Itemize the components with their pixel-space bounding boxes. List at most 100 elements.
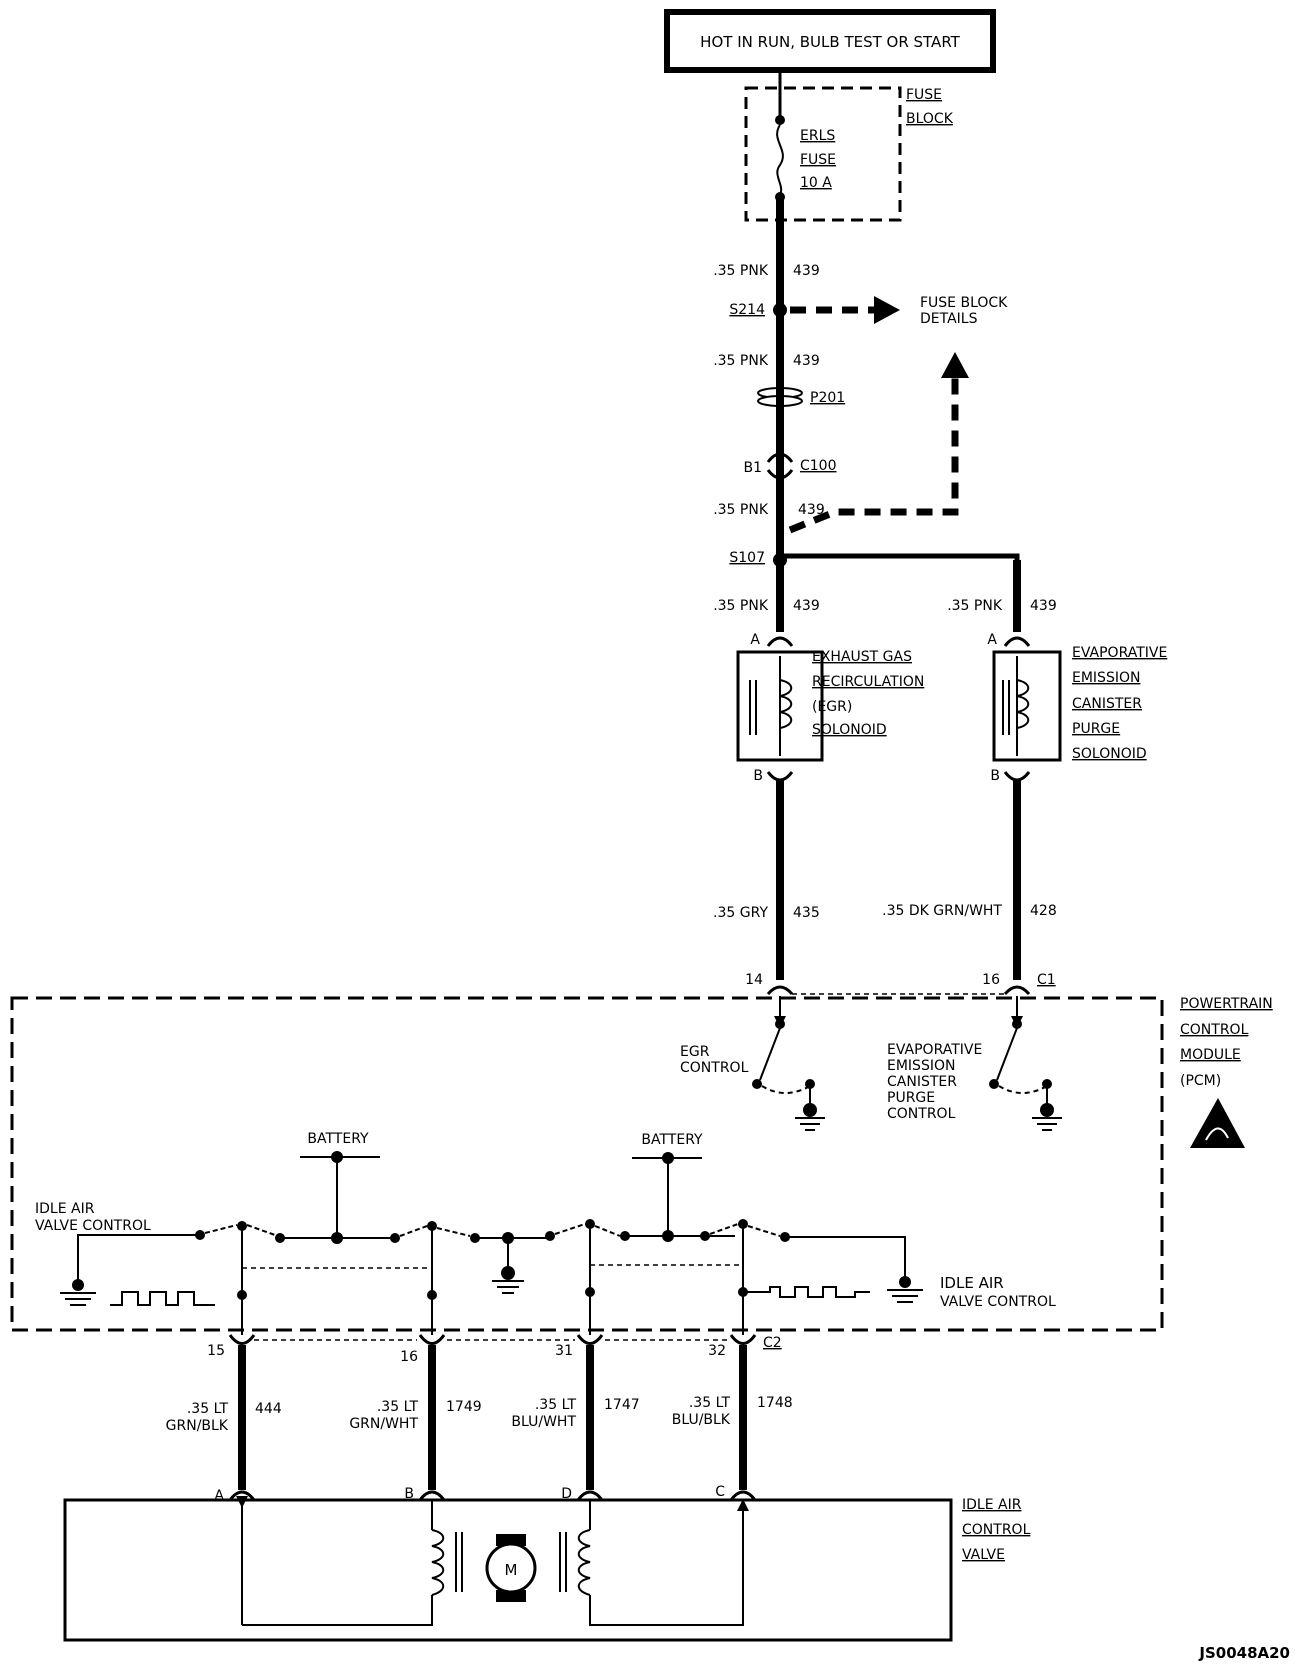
evap-coil-icon	[1016, 679, 1030, 729]
reference-code: JS0048A20	[1198, 1644, 1290, 1662]
wire10-circuit: 1747	[604, 1397, 640, 1413]
pcm-label-2: CONTROL	[1180, 1022, 1249, 1038]
pcm-c2-pins: 15 16 31 32 C2	[207, 1334, 782, 1365]
iac-pin-b: B	[404, 1486, 414, 1502]
evap-control-4: PURGE	[887, 1090, 935, 1106]
battery-label-1: BATTERY	[307, 1131, 369, 1147]
p201-grommet-icon	[757, 387, 803, 407]
pcm-label-3: MODULE	[1180, 1047, 1241, 1063]
pulse-waveform-icon	[110, 1291, 215, 1306]
iac-valve: A B D C IDLE AIR CONTROL VALVE M	[63, 1484, 1031, 1642]
fuse-block-details-2: DETAILS	[920, 311, 978, 327]
iac-left-label-2: VALVE CONTROL	[35, 1218, 151, 1234]
wire6-circuit: 435	[793, 905, 820, 921]
wire10-size-1: .35 LT	[535, 1397, 577, 1413]
motor-label: M	[505, 1561, 518, 1579]
splice-s107-label: S107	[729, 550, 765, 566]
wire9-circuit: 1749	[446, 1399, 482, 1415]
evap-control-1: EVAPORATIVE	[887, 1042, 982, 1058]
battery-label-2: BATTERY	[641, 1132, 703, 1148]
arrow-right-icon	[874, 296, 900, 324]
evap-label-3: CANISTER	[1072, 696, 1142, 712]
iac-valve-label-2: CONTROL	[962, 1522, 1031, 1538]
egr-label-4: SOLONOID	[812, 722, 887, 738]
wire3-size: .35 PNK	[713, 502, 769, 518]
iac-pin-d: D	[561, 1486, 572, 1502]
wire2-circuit: 439	[793, 353, 820, 369]
evap-pin-b: B	[990, 768, 1000, 784]
evap-label-5: SOLONOID	[1072, 746, 1147, 762]
wire5-circuit: 439	[1030, 598, 1057, 614]
evap-control-2: EMISSION	[887, 1058, 955, 1074]
pcm-pin-15: 15	[207, 1343, 225, 1359]
evap-pin-a: A	[987, 632, 997, 648]
coil-a-icon	[431, 1529, 445, 1596]
iac-right-label-2: VALVE CONTROL	[940, 1294, 1056, 1310]
pcm-label-4: (PCM)	[1180, 1073, 1221, 1089]
wire6-size: .35 GRY	[713, 905, 768, 921]
wire8-size-1: .35 LT	[187, 1401, 229, 1417]
evap-control-3: CANISTER	[887, 1074, 957, 1090]
fuse-label-3: 10 A	[800, 175, 832, 191]
coil-b-icon	[577, 1529, 591, 1596]
pcm-pin-32: 32	[708, 1343, 726, 1359]
evap-label-1: EVAPORATIVE	[1072, 645, 1167, 661]
wire4-circuit: 439	[793, 598, 820, 614]
pcm-pin-16: 16	[982, 972, 1000, 988]
evap-control-5: CONTROL	[887, 1106, 956, 1122]
wire7-circuit: 428	[1030, 903, 1057, 919]
wire8-size-2: GRN/BLK	[166, 1418, 229, 1434]
fuse-block-details-1: FUSE BLOCK	[920, 295, 1008, 311]
iac-left-label-1: IDLE AIR	[35, 1201, 95, 1217]
b1-label: B1	[743, 460, 762, 476]
wire11-circuit: 1748	[757, 1395, 793, 1411]
wire2-size: .35 PNK	[713, 353, 769, 369]
pulse-waveform-icon	[743, 1286, 870, 1298]
pcm-conn-c2: C2	[763, 1335, 782, 1351]
egr-control-2: CONTROL	[680, 1060, 749, 1076]
iac-pin-a: A	[214, 1488, 224, 1504]
wire10-size-2: BLU/WHT	[511, 1414, 576, 1430]
pcm-pin-14: 14	[745, 972, 763, 988]
fuse-symbol-icon	[776, 124, 784, 196]
iac-wires: .35 LT GRN/BLK 444 .35 LT GRN/WHT 1749 .…	[166, 1345, 793, 1490]
egr-coil-icon	[779, 679, 793, 729]
wire8-circuit: 444	[255, 1401, 282, 1417]
egr-label-1: EXHAUST GAS	[812, 649, 912, 665]
iac-right-label-1: IDLE AIR	[940, 1274, 1004, 1292]
wire11-size-1: .35 LT	[689, 1395, 731, 1411]
wire9-size-1: .35 LT	[377, 1399, 419, 1415]
pcm-pin-31: 31	[555, 1343, 573, 1359]
power-source-box: HOT IN RUN, BULB TEST OR START	[664, 9, 996, 73]
wire9-size-2: GRN/WHT	[349, 1416, 418, 1432]
splice-s214-label: S214	[729, 302, 765, 318]
evap-solenoid: A B EVAPORATIVE EMISSION CANISTER PURGE …	[987, 632, 1167, 784]
esd-warning-icon	[1190, 1098, 1245, 1148]
power-source-label: HOT IN RUN, BULB TEST OR START	[700, 33, 960, 51]
pcm-module: POWERTRAIN CONTROL MODULE (PCM) 14 16 C1…	[10, 972, 1273, 1335]
motor-icon: M	[485, 1534, 537, 1602]
egr-control-1: EGR	[680, 1044, 710, 1060]
c100-label: C100	[800, 458, 837, 474]
fuse-block-label-2: BLOCK	[906, 111, 954, 127]
evap-label-2: EMISSION	[1072, 670, 1140, 686]
egr-pin-a: A	[750, 632, 760, 648]
wire5-size: .35 PNK	[947, 598, 1003, 614]
pcm-conn-c1: C1	[1037, 972, 1056, 988]
p201-label: P201	[810, 390, 845, 406]
wire11-size-2: BLU/BLK	[672, 1412, 731, 1428]
wire3-circuit: 439	[798, 502, 825, 518]
arrow-up-icon	[941, 352, 969, 378]
wire7-size: .35 DK GRN/WHT	[882, 903, 1002, 919]
pcm-label-1: POWERTRAIN	[1180, 996, 1273, 1012]
fuse-label-1: ERLS	[800, 128, 835, 144]
egr-solenoid: A B EXHAUST GAS RECIRCULATION (EGR) SOLO…	[736, 632, 924, 784]
splice-s214-icon	[773, 303, 787, 317]
fuse-label-2: FUSE	[800, 152, 836, 168]
egr-label-2: RECIRCULATION	[812, 674, 924, 690]
iac-valve-label-1: IDLE AIR	[962, 1497, 1022, 1513]
fuse-block-label-1: FUSE	[906, 87, 942, 103]
wire1-circuit: 439	[793, 263, 820, 279]
c100-connector-icon	[766, 452, 794, 480]
